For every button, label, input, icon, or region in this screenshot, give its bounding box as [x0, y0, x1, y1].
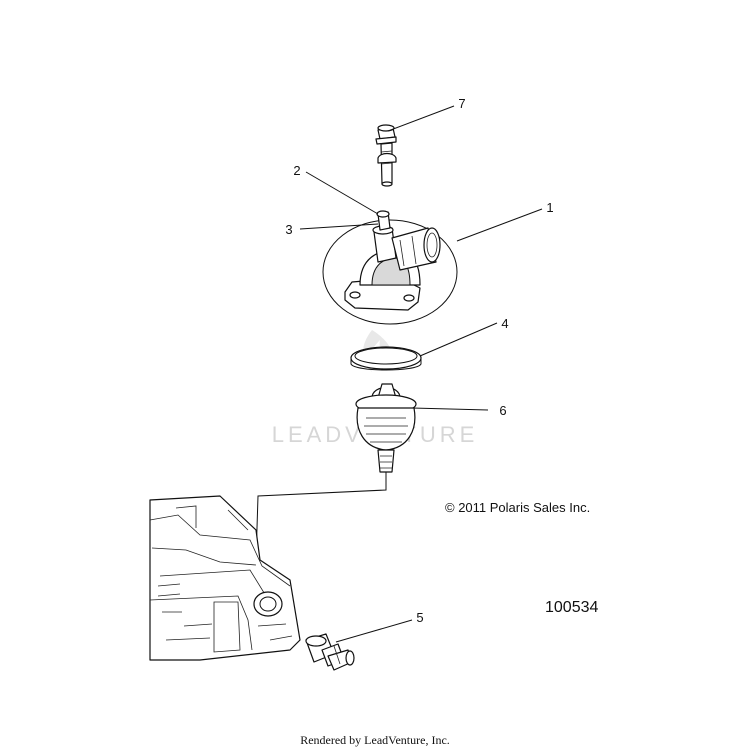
thermostat-housing-icon [322, 210, 458, 325]
housing-circle [322, 219, 458, 325]
callout-7: 7 [458, 96, 465, 111]
callout-6: 6 [499, 403, 506, 418]
copyright-text: © 2011 Polaris Sales Inc. [445, 500, 590, 515]
thermostat-icon [355, 383, 417, 473]
callout-4: 4 [501, 316, 508, 331]
engine-head-icon [149, 495, 301, 661]
callout-3: 3 [285, 222, 292, 237]
callout-5: 5 [416, 610, 423, 625]
diagram-number: 100534 [545, 599, 598, 616]
footer-credit: Rendered by LeadVenture, Inc. [300, 733, 450, 747]
callout-1: 1 [546, 200, 553, 215]
thermostat-leader-line [255, 472, 387, 561]
o-ring-icon [350, 346, 422, 371]
watermark-logo-icon [363, 330, 394, 372]
callout-2: 2 [293, 163, 300, 178]
hose-fitting-icon [305, 633, 355, 671]
bolt-icon [375, 124, 397, 187]
leader-lines [299, 105, 543, 643]
